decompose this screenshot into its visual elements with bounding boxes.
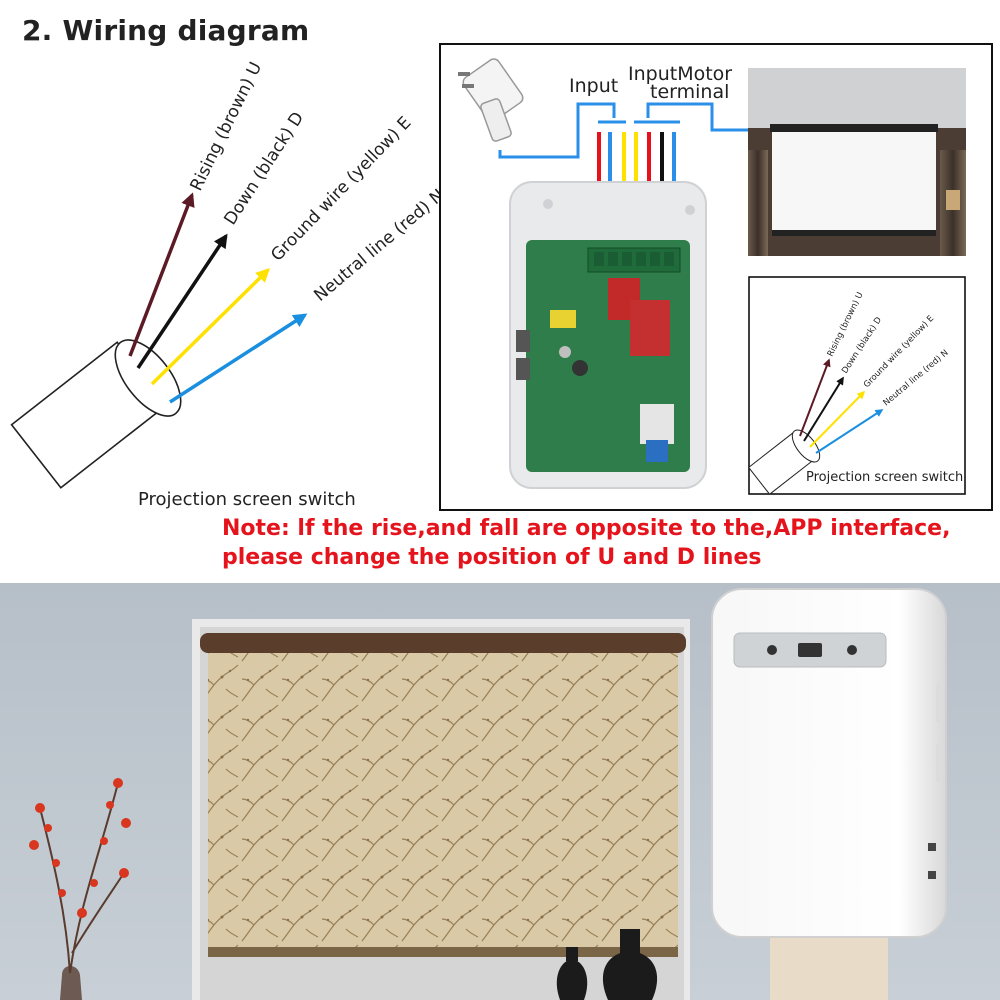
- inset-wire-rising: [799, 358, 831, 437]
- input-label: Input: [569, 75, 618, 97]
- wire-rising-arrow: [128, 192, 195, 357]
- wiring-note: Note: lf the rise,and fall are opposite …: [222, 514, 950, 572]
- inset-switch-cylinder: [747, 429, 821, 495]
- wire-neutral-arrow: [169, 313, 308, 404]
- wire-down-arrow: [136, 233, 228, 369]
- note-line-2: please change the position of U and D li…: [222, 545, 762, 570]
- controller-device-photo: [711, 588, 947, 938]
- inset-wire-down: [803, 376, 844, 442]
- motor-label-line1: InputMotor: [628, 63, 732, 85]
- note-line-1: Note: lf the rise,and fall are opposite …: [222, 516, 951, 541]
- switch-caption: Projection screen switch: [138, 489, 356, 510]
- wire-ground-arrow: [150, 268, 270, 386]
- inset-wire-neutral: [815, 409, 884, 454]
- projection-screen-photo: [748, 68, 966, 256]
- room-scene: [0, 583, 1000, 1000]
- inset-wire-ground: [809, 390, 866, 448]
- decor-plant: [29, 778, 131, 1000]
- wiring-diagram: Rising (brown) U Down (black) D Ground w…: [10, 43, 993, 511]
- motor-cable: [646, 102, 778, 132]
- roller-blind: [208, 653, 678, 953]
- input-cable: [498, 102, 616, 159]
- switch-cylinder: [10, 339, 182, 489]
- product-photo: [0, 583, 1000, 1000]
- controller-module: [509, 181, 707, 489]
- inset-switch-caption: Projection screen switch: [806, 470, 963, 485]
- vases: [556, 929, 658, 1000]
- motor-label-line2: terminal: [650, 81, 729, 103]
- power-plug-icon: [458, 58, 524, 142]
- diagram-heading: 2. Wiring diagram: [22, 14, 310, 47]
